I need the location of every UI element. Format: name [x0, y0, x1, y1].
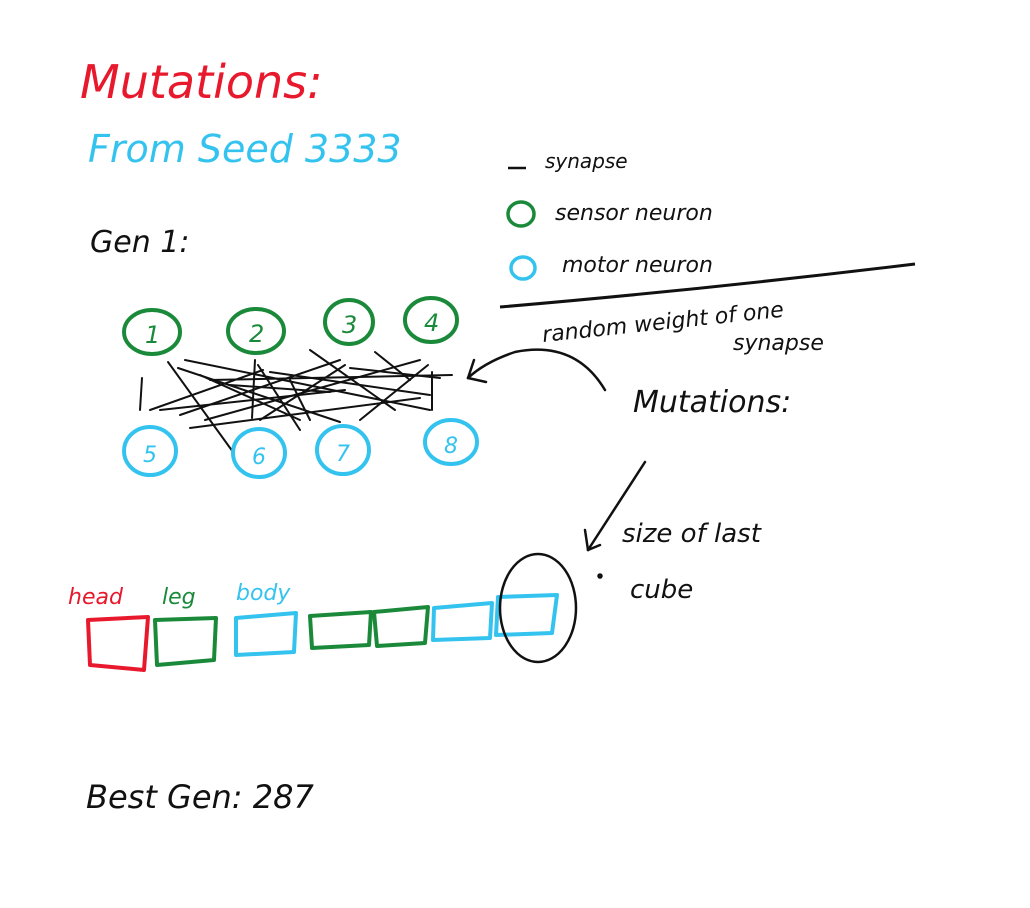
cube-leg-3: [372, 605, 430, 648]
arrow-to-synapses: [466, 348, 607, 392]
arrow-to-last-cube: [583, 460, 647, 579]
sensor-neuron-1-label: 1: [145, 321, 160, 349]
size-line2: cube: [630, 575, 693, 605]
motor-neuron-6: 6: [231, 427, 287, 479]
legend: synapse sensor neuron motor neuron rando…: [499, 149, 916, 356]
cube-body-3-last: [494, 593, 559, 637]
motor-neuron-8-label: 8: [444, 434, 458, 459]
head-label: head: [68, 585, 124, 610]
synapse-lines: [139, 349, 453, 453]
best-gen: Best Gen: 287: [86, 778, 314, 816]
legend-sensor-label: sensor neuron: [555, 201, 713, 226]
sensor-neuron-4: 4: [403, 296, 459, 344]
legend-divider: [499, 262, 916, 309]
legend-sensor-mark: [506, 200, 536, 228]
legend-motor-label: motor neuron: [562, 253, 713, 278]
motor-neuron-7: 7: [315, 424, 371, 476]
sensor-neuron-3-label: 3: [342, 311, 357, 339]
body-label: body: [236, 581, 291, 606]
sensor-neuron-2-label: 2: [249, 320, 264, 348]
legend-synapse-label: synapse: [545, 149, 628, 173]
last-cube-circle: [498, 552, 578, 664]
sensor-neuron-3: 3: [323, 298, 375, 346]
cube-body-2: [431, 601, 494, 642]
title: Mutations:: [80, 55, 323, 109]
motor-neuron-7-label: 7: [336, 442, 350, 467]
note-line2: synapse: [733, 331, 824, 356]
motor-neuron-6-label: 6: [252, 445, 266, 470]
cube-leg-1: [153, 616, 218, 667]
size-line1: size of last: [622, 519, 762, 549]
cube-body-1: [234, 611, 298, 657]
motor-neuron-5-label: 5: [143, 443, 157, 468]
mutations-label: Mutations:: [633, 385, 791, 420]
seed-label: From Seed 3333: [88, 127, 402, 171]
body-cubes: [86, 593, 559, 672]
motor-neuron-8: 8: [423, 418, 479, 466]
gen-label: Gen 1:: [90, 225, 189, 260]
sensor-neuron-1: 1: [122, 308, 182, 356]
legend-motor-mark: [509, 255, 537, 281]
sensor-neuron-4-label: 4: [424, 309, 439, 337]
sensor-neuron-2: 2: [226, 307, 286, 355]
cube-leg-2: [308, 610, 373, 650]
motor-neuron-5: 5: [122, 425, 178, 477]
leg-label: leg: [162, 585, 196, 610]
cube-head: [86, 615, 150, 672]
